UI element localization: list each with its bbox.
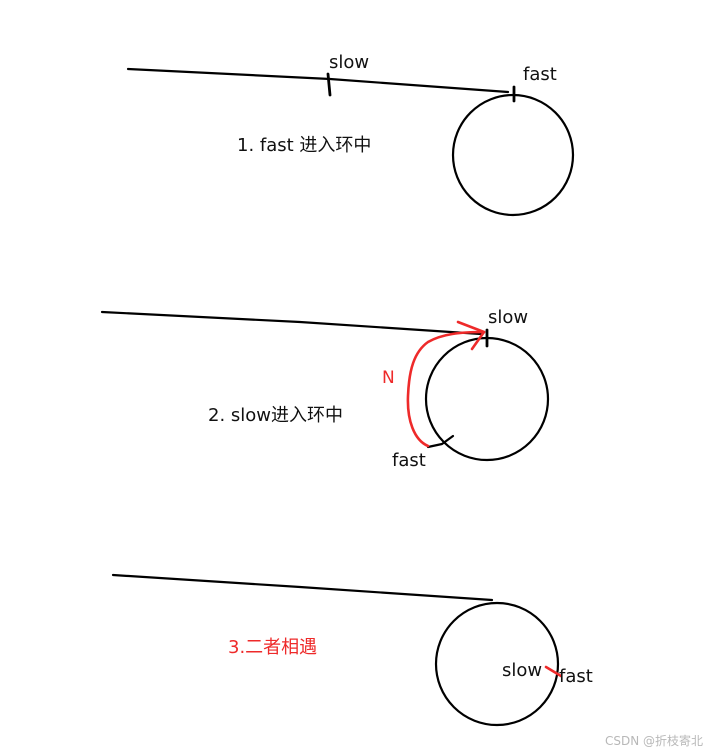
- stage-3-fast-label: fast: [559, 666, 593, 687]
- stage-2-caption: 2. slow进入环中: [208, 405, 343, 426]
- stage-3: slow fast 3.二者相遇: [111, 573, 593, 727]
- stage-2: slow fast N 2. slow进入环中: [100, 307, 550, 471]
- stage-2-distance-label: N: [382, 368, 395, 388]
- stage-3-caption: 3.二者相遇: [228, 637, 317, 658]
- stage-1-cycle-ring: [451, 93, 575, 217]
- stage-2-fast-label: fast: [392, 450, 426, 471]
- stage-1-slow-marker: [326, 72, 332, 97]
- stage-3-list-tail: [111, 573, 494, 602]
- watermark: CSDN @折枝寄北: [605, 733, 703, 748]
- stage-2-fast-marker: [426, 434, 455, 449]
- stage-2-arrowhead: [456, 320, 486, 351]
- stage-1-slow-label: slow: [329, 52, 369, 73]
- stage-1: slow fast 1. fast 进入环中: [126, 52, 575, 217]
- stage-3-cycle-ring: [434, 601, 560, 727]
- stage-1-list-tail: [126, 67, 510, 94]
- stage-1-caption: 1. fast 进入环中: [237, 135, 371, 156]
- stage-3-meeting-point-marker: [544, 665, 563, 678]
- stage-1-fast-label: fast: [523, 64, 557, 85]
- stage-2-distance-arrow: [406, 330, 486, 448]
- stage-2-list-tail: [100, 310, 483, 336]
- stage-3-slow-label: slow: [502, 660, 542, 681]
- stage-2-slow-label: slow: [488, 307, 528, 328]
